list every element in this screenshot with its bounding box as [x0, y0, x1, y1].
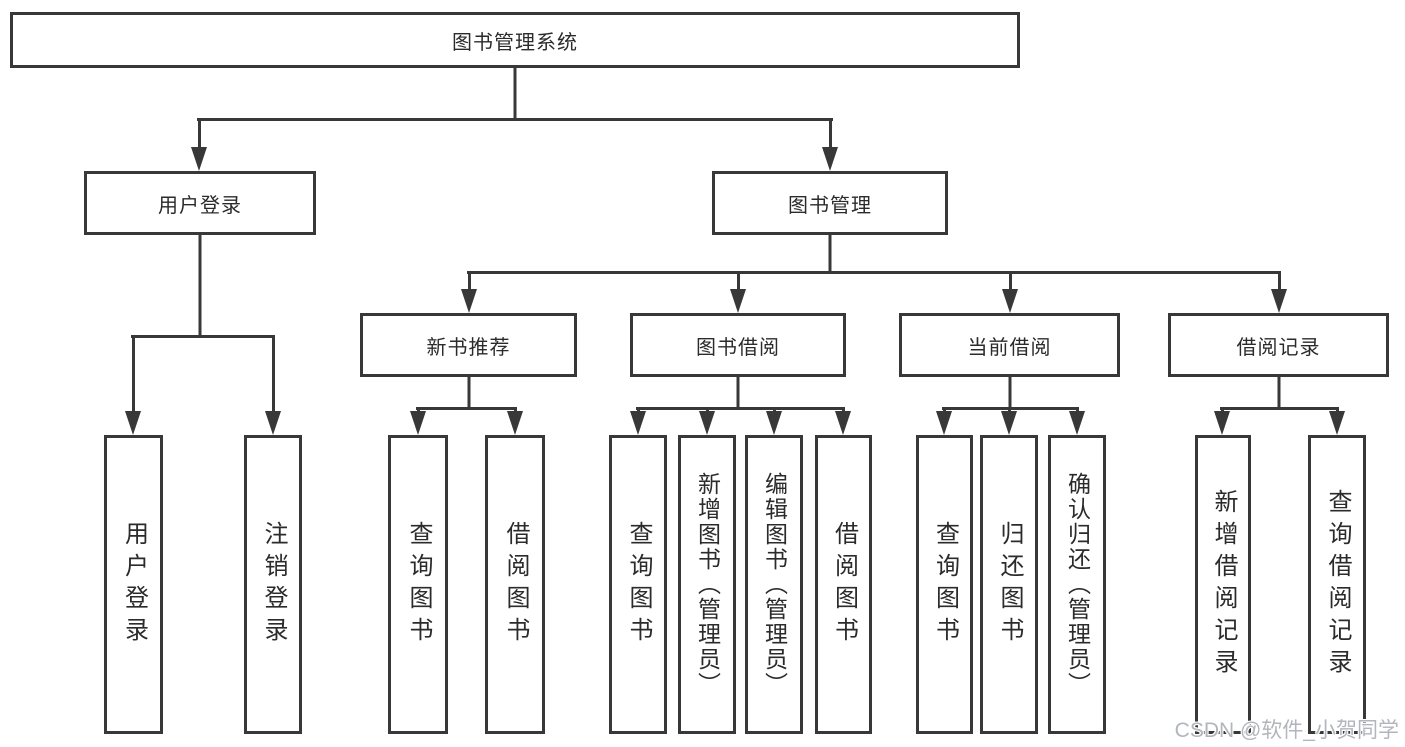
node-cb-return: 归还图书 — [980, 435, 1038, 734]
node-br-add-label: 新增借阅记录 — [1210, 488, 1237, 681]
node-cb-confirm: 确认归还（管理员） — [1048, 435, 1106, 734]
node-br-add: 新增借阅记录 — [1195, 435, 1251, 734]
arrow-to-leaf-logout — [265, 337, 281, 435]
node-bb-add-label: 新增图书（管理员） — [694, 472, 721, 697]
arrow-to-user-login — [191, 120, 207, 171]
node-bb-add: 新增图书（管理员） — [678, 435, 736, 734]
connector-cb-rail — [942, 407, 1079, 410]
connector-nbr-stem — [467, 377, 471, 409]
node-bb-edit: 编辑图书（管理员） — [745, 435, 803, 734]
arrow-to-new-book-recommend — [461, 273, 477, 313]
node-leaf-user-login: 用户登录 — [104, 435, 163, 734]
connector-nbr-rail — [416, 407, 517, 410]
arrow-to-br-add — [1214, 409, 1230, 435]
arrow-to-bb-add — [699, 409, 715, 435]
connector-level2-rail — [197, 118, 833, 121]
connector-bb-rail — [636, 407, 845, 410]
node-new-book-recommend-label: 新书推荐 — [426, 336, 511, 359]
node-book-borrow: 图书借阅 — [630, 313, 846, 377]
arrow-to-bb-borrow — [835, 409, 851, 435]
arrow-to-nbr-borrow — [507, 409, 523, 435]
node-bb-borrow: 借阅图书 — [815, 435, 872, 734]
node-bb-query-label: 查询图书 — [625, 520, 652, 649]
node-bb-borrow-label: 借阅图书 — [830, 520, 858, 649]
arrow-to-current-borrow — [1002, 273, 1018, 313]
node-book-management-label: 图书管理 — [788, 194, 872, 217]
node-nbr-query-label: 查询图书 — [405, 520, 432, 649]
arrow-to-cb-confirm — [1069, 409, 1085, 435]
connector-user-login-rail — [131, 335, 275, 338]
node-borrow-record-label: 借阅记录 — [1236, 336, 1321, 359]
arrow-to-bb-query — [630, 409, 646, 435]
connector-cb-stem — [1008, 377, 1012, 409]
node-br-query: 查询借阅记录 — [1308, 435, 1366, 734]
node-book-management: 图书管理 — [712, 171, 948, 235]
connector-root-stem — [513, 68, 517, 120]
node-borrow-record: 借阅记录 — [1168, 313, 1389, 377]
node-bb-edit-label: 编辑图书（管理员） — [761, 472, 788, 697]
node-leaf-logout: 注销登录 — [244, 435, 302, 734]
csdn-watermark: CSDN @软件_小贺同学 — [1174, 719, 1399, 742]
arrow-to-bb-edit — [766, 409, 782, 435]
node-book-borrow-label: 图书借阅 — [696, 336, 780, 359]
arrow-to-borrow-record — [1271, 273, 1287, 313]
node-br-query-label: 查询借阅记录 — [1324, 488, 1351, 681]
node-root: 图书管理系统 — [10, 12, 1020, 68]
connector-br-rail — [1220, 407, 1339, 410]
node-cb-return-label: 归还图书 — [996, 520, 1023, 649]
arrow-to-book-borrow — [730, 273, 746, 313]
node-cb-query-label: 查询图书 — [931, 520, 959, 649]
arrow-to-cb-return — [1001, 409, 1017, 435]
connector-br-stem — [1277, 377, 1281, 409]
arrow-to-book-management — [822, 120, 838, 171]
connector-bb-stem — [736, 377, 740, 409]
node-user-login-label: 用户登录 — [158, 194, 242, 217]
node-current-borrow-label: 当前借阅 — [967, 336, 1052, 359]
node-leaf-user-login-label: 用户登录 — [120, 520, 148, 649]
arrow-to-leaf-user-login — [125, 337, 141, 435]
connector-user-login-stem — [198, 235, 202, 337]
node-root-label: 图书管理系统 — [452, 31, 578, 54]
node-nbr-borrow: 借阅图书 — [485, 435, 545, 734]
node-cb-confirm-label: 确认归还（管理员） — [1064, 472, 1091, 697]
node-user-login: 用户登录 — [84, 171, 316, 235]
connector-book-management-stem — [828, 235, 832, 273]
connector-level3-rail — [467, 271, 1281, 274]
node-current-borrow: 当前借阅 — [899, 313, 1120, 377]
node-cb-query: 查询图书 — [916, 435, 973, 734]
node-nbr-query: 查询图书 — [388, 435, 448, 734]
arrow-to-cb-query — [936, 409, 952, 435]
node-bb-query: 查询图书 — [609, 435, 667, 734]
arrow-to-nbr-query — [410, 409, 426, 435]
node-leaf-logout-label: 注销登录 — [260, 520, 287, 649]
node-new-book-recommend: 新书推荐 — [360, 313, 577, 377]
node-nbr-borrow-label: 借阅图书 — [502, 520, 529, 649]
arrow-to-br-query — [1329, 409, 1345, 435]
